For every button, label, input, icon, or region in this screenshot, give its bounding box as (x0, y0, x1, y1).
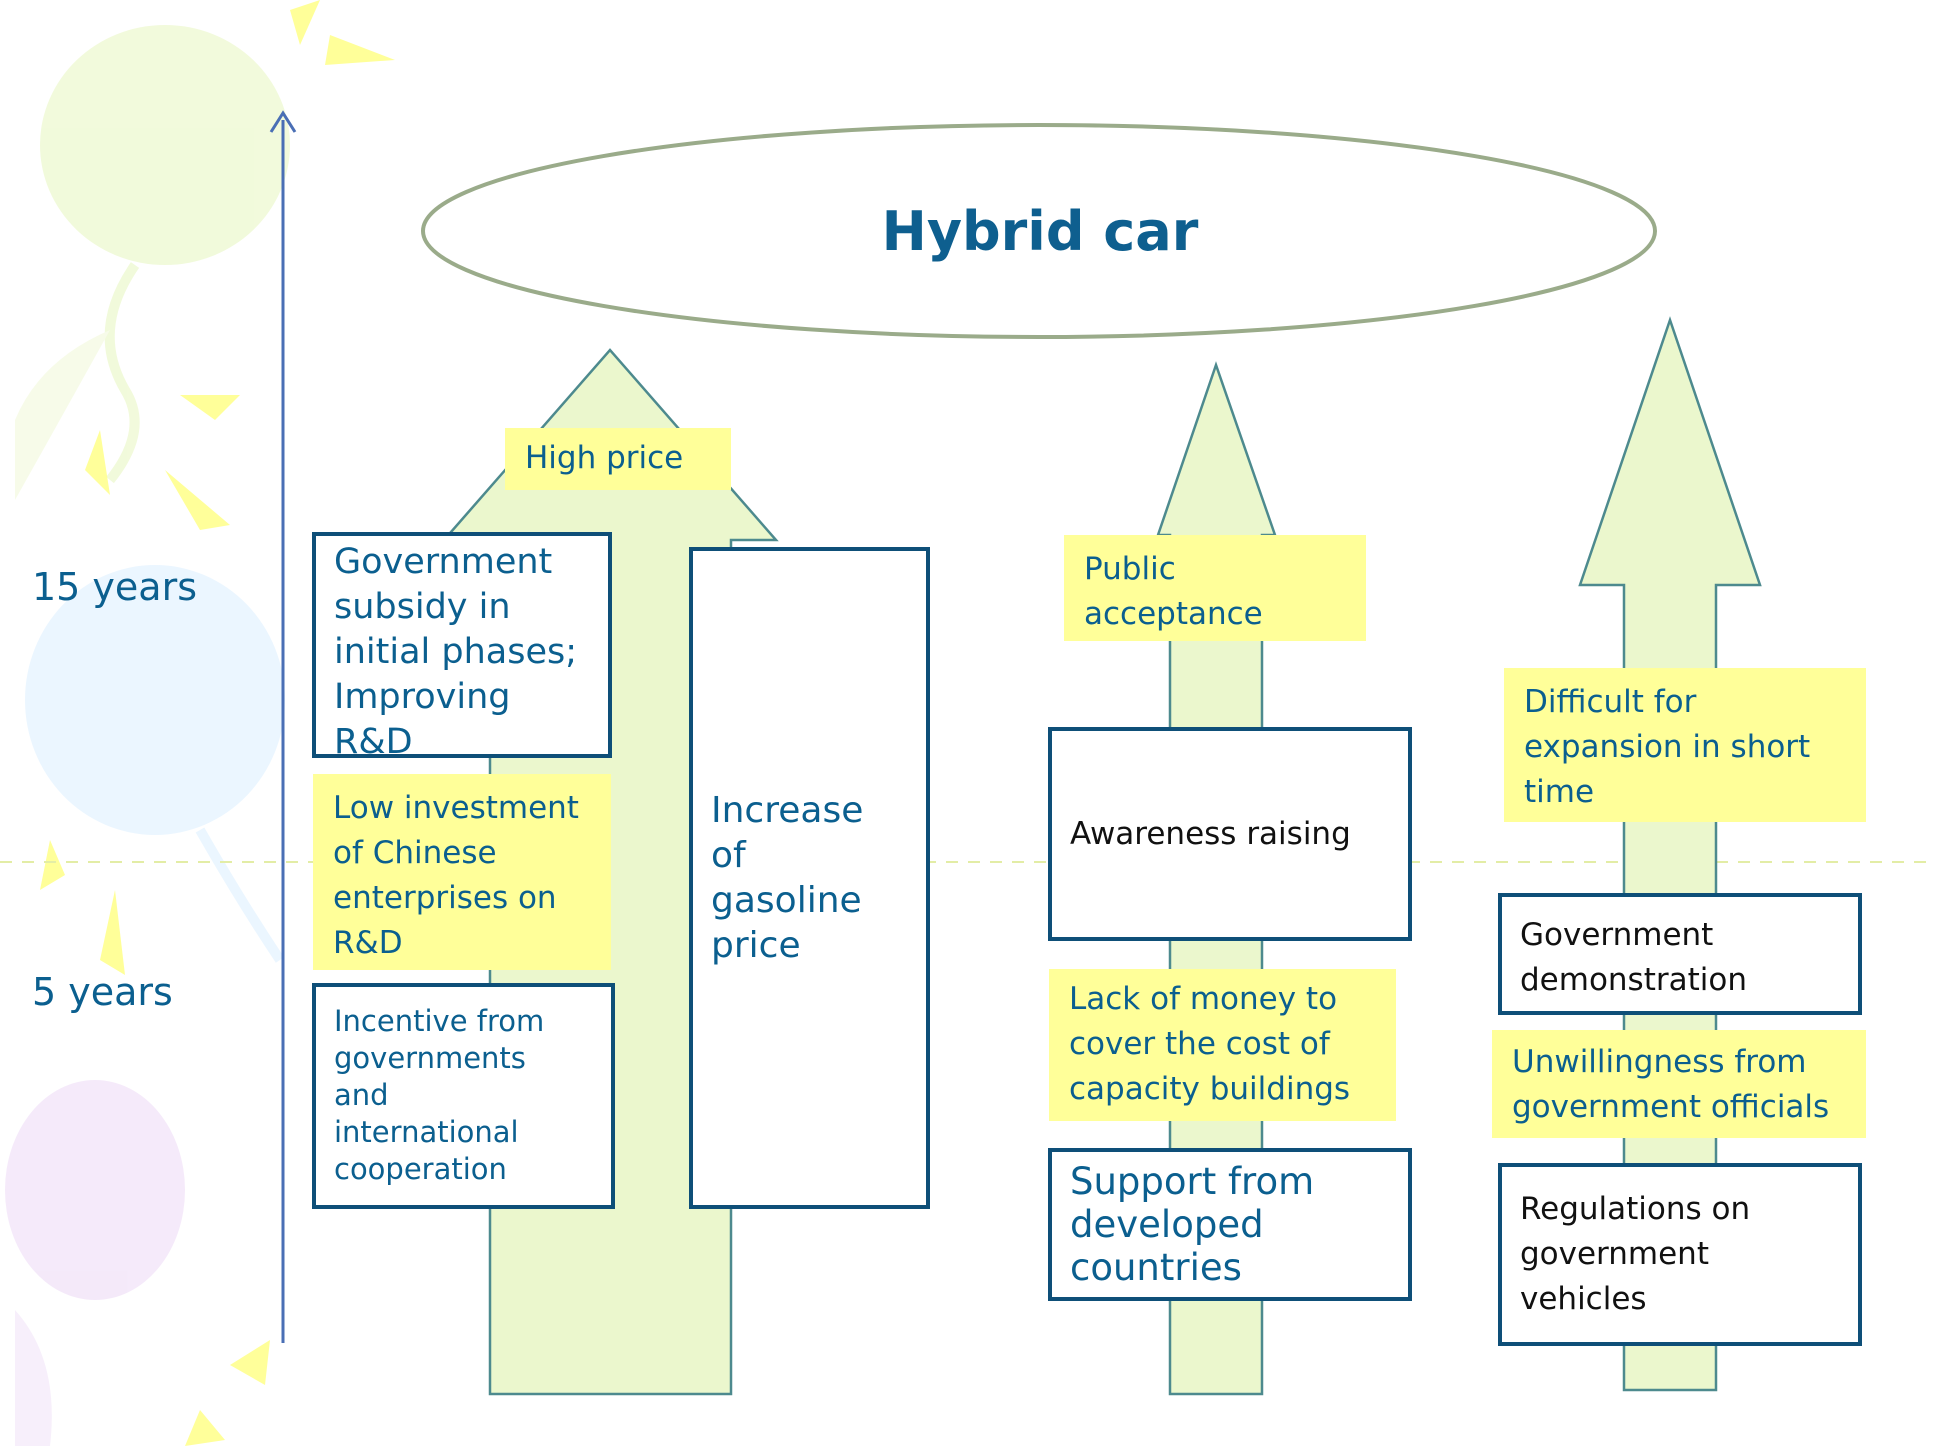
timeline-label-5-years: 5 years (32, 970, 173, 1014)
green-balloon-icon (40, 25, 290, 265)
measure-gasoline-price: Increase of gasoline price (689, 547, 930, 1209)
measure-awareness-raising: Awareness raising (1048, 727, 1412, 941)
blue-balloon-icon (25, 565, 285, 835)
measure-support-developed-countries: Support from developed countries (1048, 1148, 1412, 1301)
barrier-difficult-expansion: Difficult for expansion in short time (1504, 668, 1866, 822)
purple-balloon-icon (5, 1080, 185, 1300)
diagram-title: Hybrid car (881, 200, 1199, 263)
barrier-lack-of-money: Lack of money to cover the cost of capac… (1049, 969, 1396, 1121)
sun-rays-decoration (40, 0, 395, 1446)
measure-government-demonstration: Government demonstration (1498, 893, 1862, 1015)
balloon-decoration (5, 25, 290, 1446)
barrier-unwillingness-officials: Unwillingness from government officials (1492, 1030, 1866, 1138)
barrier-high-price: High price (505, 428, 731, 490)
barrier-public-acceptance: Public acceptance (1064, 535, 1366, 641)
barrier-low-investment: Low investment of Chinese enterprises on… (313, 774, 611, 970)
measure-incentive-cooperation: Incentive from governments and internati… (312, 983, 615, 1209)
measure-regulations-government-vehicles: Regulations on government vehicles (1498, 1163, 1862, 1346)
measure-government-subsidy: Government subsidy in initial phases; Im… (312, 532, 612, 762)
goal-ellipse (421, 123, 1657, 339)
timeline-label-15-years: 15 years (32, 565, 198, 609)
timeline-arrowhead-icon (269, 110, 297, 133)
